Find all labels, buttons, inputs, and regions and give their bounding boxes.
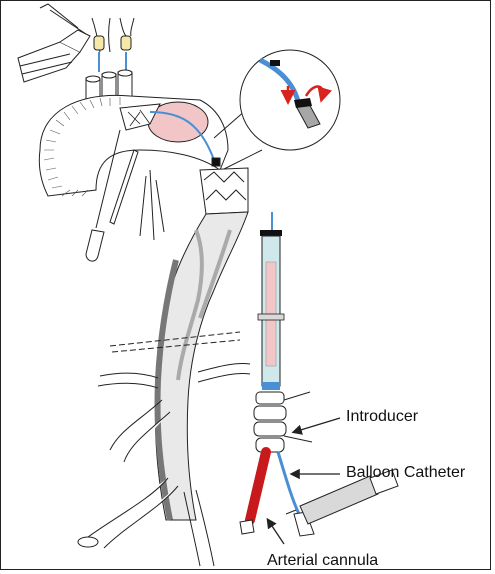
head-vessel-cannulas [92,18,134,72]
aortic-arch [39,95,228,196]
introducer-label: Introducer [346,408,418,426]
stent-graft [200,158,248,214]
balloon-catheter-label: Balloon Catheter [346,464,465,482]
arterial-cannula-tube [240,452,314,536]
introducer-sheath [254,212,312,452]
magnified-inset [214,50,340,170]
aortic-clamp [18,4,90,82]
arterial-cannula-label: Arterial cannula [267,552,378,570]
